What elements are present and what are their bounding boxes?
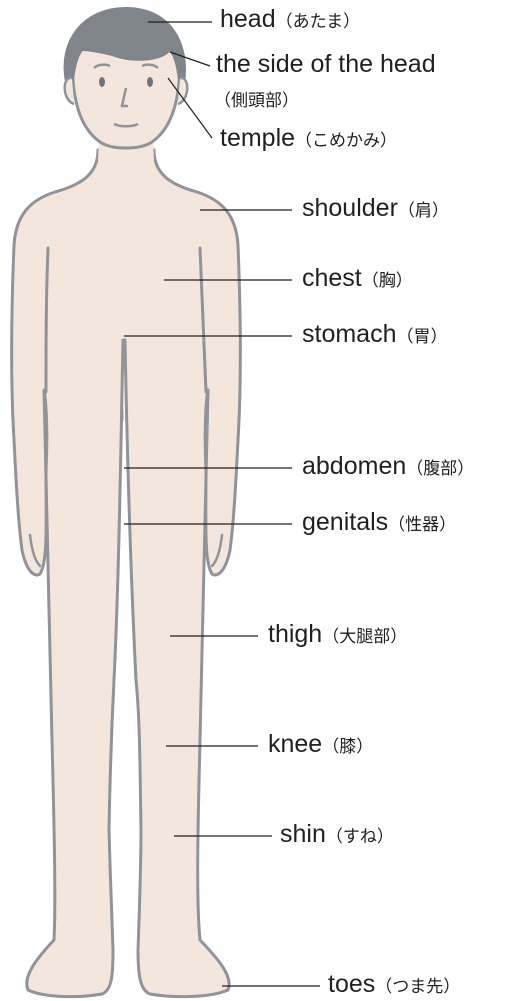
label-toes-en: toes	[328, 970, 375, 998]
label-abdomen-en: abdomen	[302, 452, 406, 480]
label-abdomen: abdomen（腹部）	[302, 452, 474, 481]
label-head-en: head	[220, 5, 276, 33]
left-eye	[99, 77, 105, 87]
label-stomach-en: stomach	[302, 320, 396, 348]
label-genitals: genitals（性器）	[302, 508, 456, 537]
label-shoulder: shoulder（肩）	[302, 194, 449, 223]
label-chest-jp: （胸）	[362, 271, 413, 290]
label-temple: temple（こめかみ）	[220, 124, 397, 153]
label-thigh-jp: （大腿部）	[322, 627, 407, 646]
label-toes: toes（つま先）	[328, 970, 460, 999]
label-shoulder-en: shoulder	[302, 194, 398, 222]
label-knee-en: knee	[268, 730, 322, 758]
label-chest-en: chest	[302, 264, 362, 292]
label-head: head（あたま）	[220, 5, 360, 34]
label-side-of-head-jp: （側頭部）	[214, 91, 299, 110]
label-genitals-jp: （性器）	[388, 515, 456, 534]
label-stomach: stomach（胃）	[302, 320, 447, 349]
label-genitals-en: genitals	[302, 508, 388, 536]
label-side-of-head-en: the side of the head	[216, 50, 436, 78]
label-temple-jp: （こめかみ）	[295, 131, 397, 150]
label-stomach-jp: （胃）	[396, 327, 447, 346]
label-chest: chest（胸）	[302, 264, 413, 293]
label-head-jp: （あたま）	[276, 12, 361, 31]
label-shin-jp: （すね）	[326, 827, 394, 846]
label-shin-en: shin	[280, 820, 326, 848]
label-knee: knee（膝）	[268, 730, 373, 759]
label-side-of-head: the side of the head	[216, 50, 436, 79]
label-toes-jp: （つま先）	[375, 977, 460, 996]
label-shin: shin（すね）	[280, 820, 394, 849]
right-eye	[147, 77, 153, 87]
label-temple-en: temple	[220, 124, 295, 152]
label-thigh: thigh（大腿部）	[268, 620, 407, 649]
label-knee-jp: （膝）	[322, 737, 373, 756]
label-side-of-head-jp-row: （側頭部）	[214, 86, 299, 111]
label-shoulder-jp: （肩）	[398, 201, 449, 220]
label-abdomen-jp: （腹部）	[406, 459, 474, 478]
label-thigh-en: thigh	[268, 620, 322, 648]
